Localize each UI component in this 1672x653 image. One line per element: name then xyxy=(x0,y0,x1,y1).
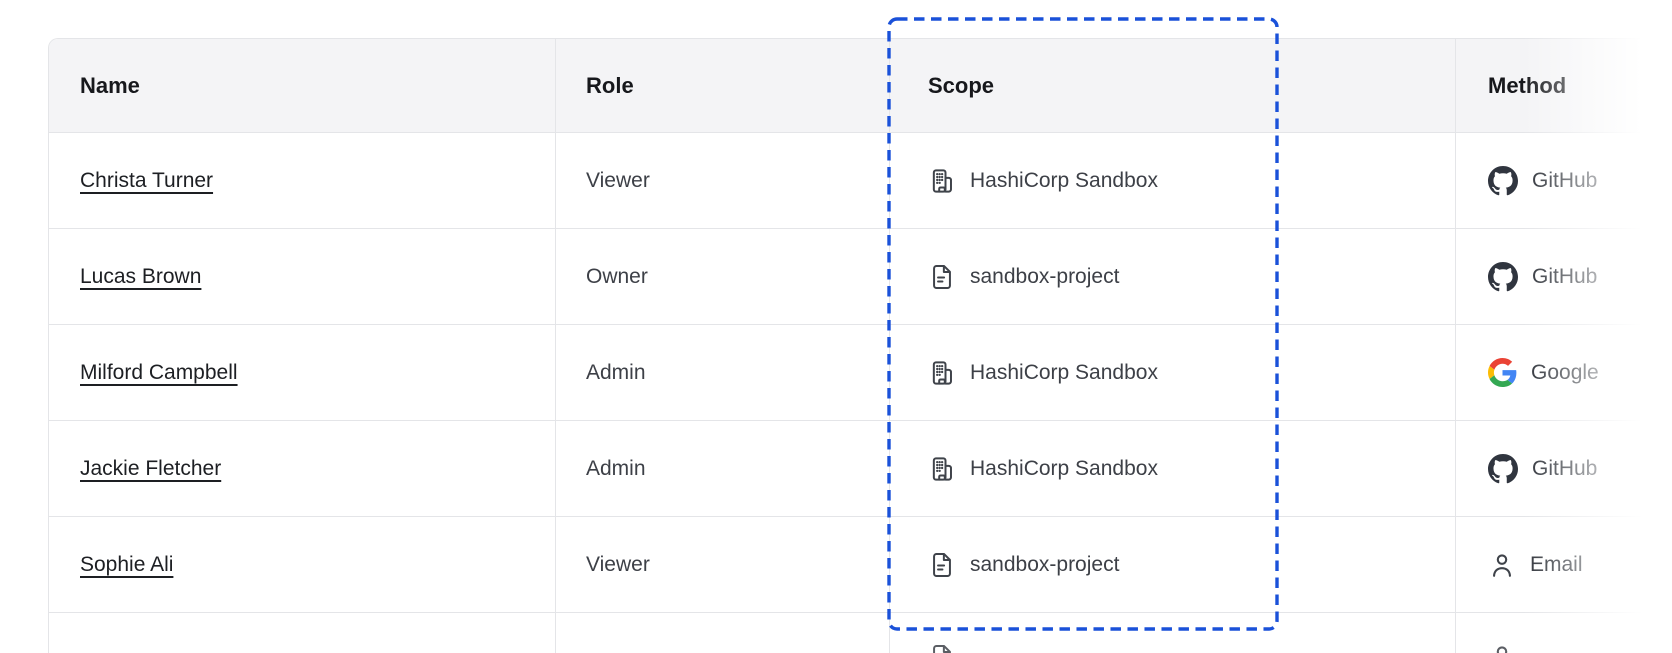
scope-value: sandbox-project xyxy=(970,264,1120,288)
table-row-name-cell: Milford Campbell xyxy=(49,325,556,421)
table-row-scope-cell: HashiCorp Sandbox xyxy=(890,421,1456,517)
organization-icon xyxy=(932,168,952,193)
table-row-role-cell: Viewer xyxy=(556,517,890,613)
role-value: Viewer xyxy=(586,168,650,192)
table-row-method-cell: GitHub xyxy=(1456,133,1672,229)
member-name-link[interactable]: Christa Turner xyxy=(80,168,214,192)
table-row-method-cell: GitHub xyxy=(1456,421,1672,517)
partial-row-role-cell xyxy=(556,613,890,653)
member-name-link[interactable]: Sophie Ali xyxy=(80,552,174,576)
table-row-role-cell: Owner xyxy=(556,229,890,325)
table-row-role-cell: Viewer xyxy=(556,133,890,229)
members-table: Name Role Scope Method Christa Turner Vi… xyxy=(48,38,1672,653)
member-name-link[interactable]: Jackie Fletcher xyxy=(80,456,222,480)
table-row-method-cell: GitHub xyxy=(1456,229,1672,325)
column-header-label: Method xyxy=(1488,72,1567,98)
table-row-scope-cell: sandbox-project xyxy=(890,229,1456,325)
partial-row-scope-cell xyxy=(890,613,1456,653)
table-row-role-cell: Admin xyxy=(556,421,890,517)
user-icon xyxy=(1493,553,1511,577)
project-file-icon xyxy=(933,552,951,577)
github-icon xyxy=(1488,261,1518,291)
scope-value: sandbox-project xyxy=(970,552,1120,576)
column-header-method: Method xyxy=(1456,39,1672,133)
table-row-name-cell: Sophie Ali xyxy=(49,517,556,613)
scope-value: HashiCorp Sandbox xyxy=(970,168,1158,192)
method-value: GitHub xyxy=(1532,168,1598,192)
table-row-method-cell: Email xyxy=(1456,517,1672,613)
table-row-name-cell: Christa Turner xyxy=(49,133,556,229)
table-row-method-cell: Google xyxy=(1456,325,1672,421)
column-header-name: Name xyxy=(49,39,556,133)
column-header-label: Name xyxy=(80,72,140,98)
google-icon xyxy=(1488,358,1517,387)
method-value: Email xyxy=(1530,552,1583,576)
table-row-name-cell: Jackie Fletcher xyxy=(49,421,556,517)
organization-icon xyxy=(932,360,952,385)
column-header-scope: Scope xyxy=(890,39,1456,133)
table-row-scope-cell: sandbox-project xyxy=(890,517,1456,613)
scope-value: HashiCorp Sandbox xyxy=(970,456,1158,480)
column-header-label: Scope xyxy=(928,72,995,98)
table-row-name-cell: Lucas Brown xyxy=(49,229,556,325)
project-file-icon xyxy=(933,264,951,289)
member-name-link[interactable]: Lucas Brown xyxy=(80,264,202,288)
role-value: Admin xyxy=(586,456,646,480)
method-value: Google xyxy=(1531,360,1599,384)
github-icon xyxy=(1488,453,1518,483)
partial-row-name-cell xyxy=(49,613,556,653)
scope-value: HashiCorp Sandbox xyxy=(970,360,1158,384)
github-icon xyxy=(1488,165,1518,195)
table-row-role-cell: Admin xyxy=(556,325,890,421)
method-value: GitHub xyxy=(1532,456,1598,480)
method-value: GitHub xyxy=(1532,264,1598,288)
organization-icon xyxy=(932,456,952,481)
column-header-label: Role xyxy=(586,72,634,98)
partial-row-method-cell xyxy=(1456,613,1672,653)
table-row-scope-cell: HashiCorp Sandbox xyxy=(890,325,1456,421)
role-value: Viewer xyxy=(586,552,650,576)
role-value: Owner xyxy=(586,264,648,288)
role-value: Admin xyxy=(586,360,646,384)
member-name-link[interactable]: Milford Campbell xyxy=(80,360,238,384)
table-row-scope-cell: HashiCorp Sandbox xyxy=(890,133,1456,229)
column-header-role: Role xyxy=(556,39,890,133)
